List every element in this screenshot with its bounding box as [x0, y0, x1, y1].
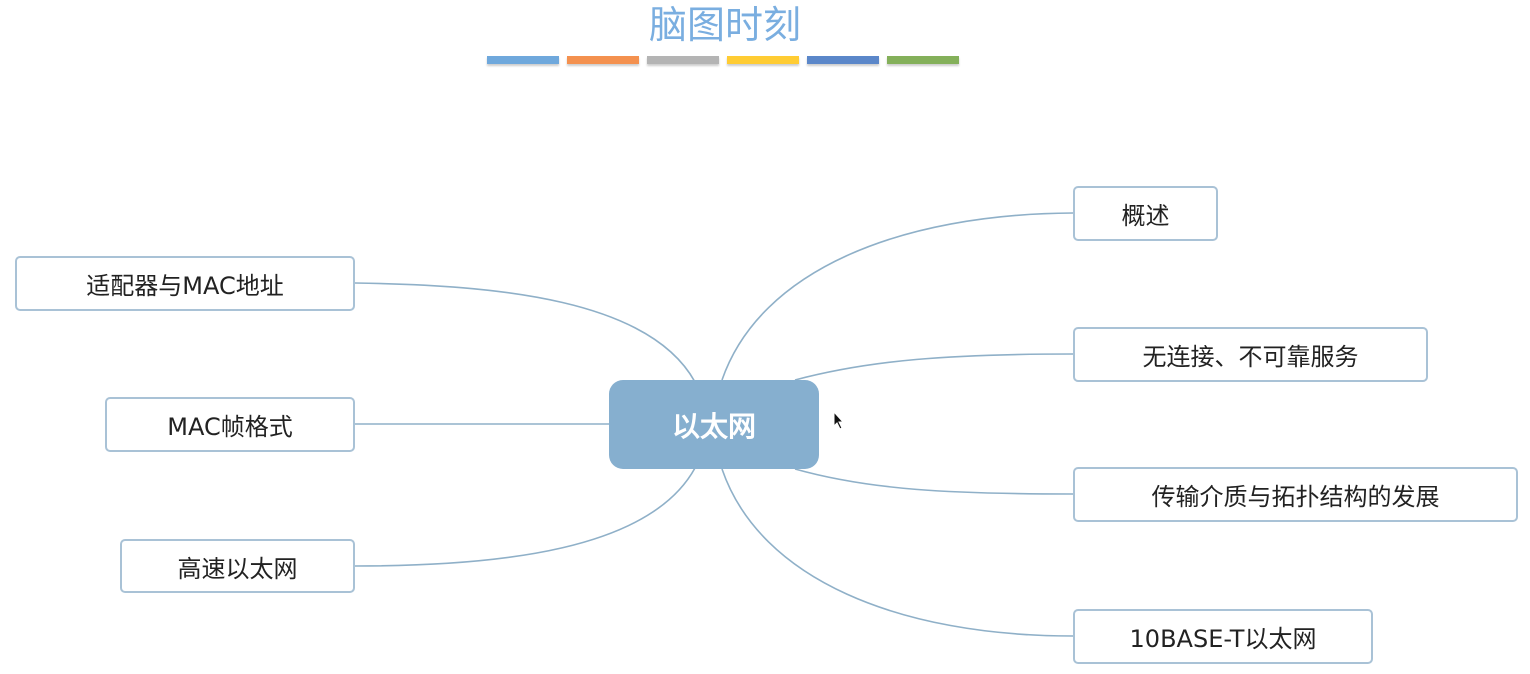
- connector-line: [721, 468, 1074, 637]
- connector-line: [354, 467, 696, 567]
- connector-line: [354, 282, 696, 383]
- accent-bar: [487, 56, 559, 64]
- accent-bar: [567, 56, 639, 64]
- node-overview[interactable]: 概述: [1073, 186, 1218, 241]
- accent-bar: [727, 56, 799, 64]
- accent-bar: [807, 56, 879, 64]
- mouse-cursor-icon: [833, 410, 845, 435]
- accent-bar: [887, 56, 959, 64]
- connector-line: [794, 353, 1074, 381]
- node-fast-ethernet[interactable]: 高速以太网: [120, 539, 355, 593]
- node-connectionless[interactable]: 无连接、不可靠服务: [1073, 327, 1428, 382]
- node-mac-frame[interactable]: MAC帧格式: [105, 397, 355, 452]
- accent-bar: [647, 56, 719, 64]
- node-adapter-mac[interactable]: 适配器与MAC地址: [15, 256, 355, 311]
- node-10base-t[interactable]: 10BASE-T以太网: [1073, 609, 1373, 664]
- accent-bars: [487, 56, 959, 64]
- connector-line: [794, 468, 1074, 495]
- node-media-topology[interactable]: 传输介质与拓扑结构的发展: [1073, 467, 1518, 522]
- connector-line: [721, 212, 1074, 381]
- page-title: 脑图时刻: [648, 3, 801, 47]
- center-node[interactable]: 以太网: [609, 380, 819, 469]
